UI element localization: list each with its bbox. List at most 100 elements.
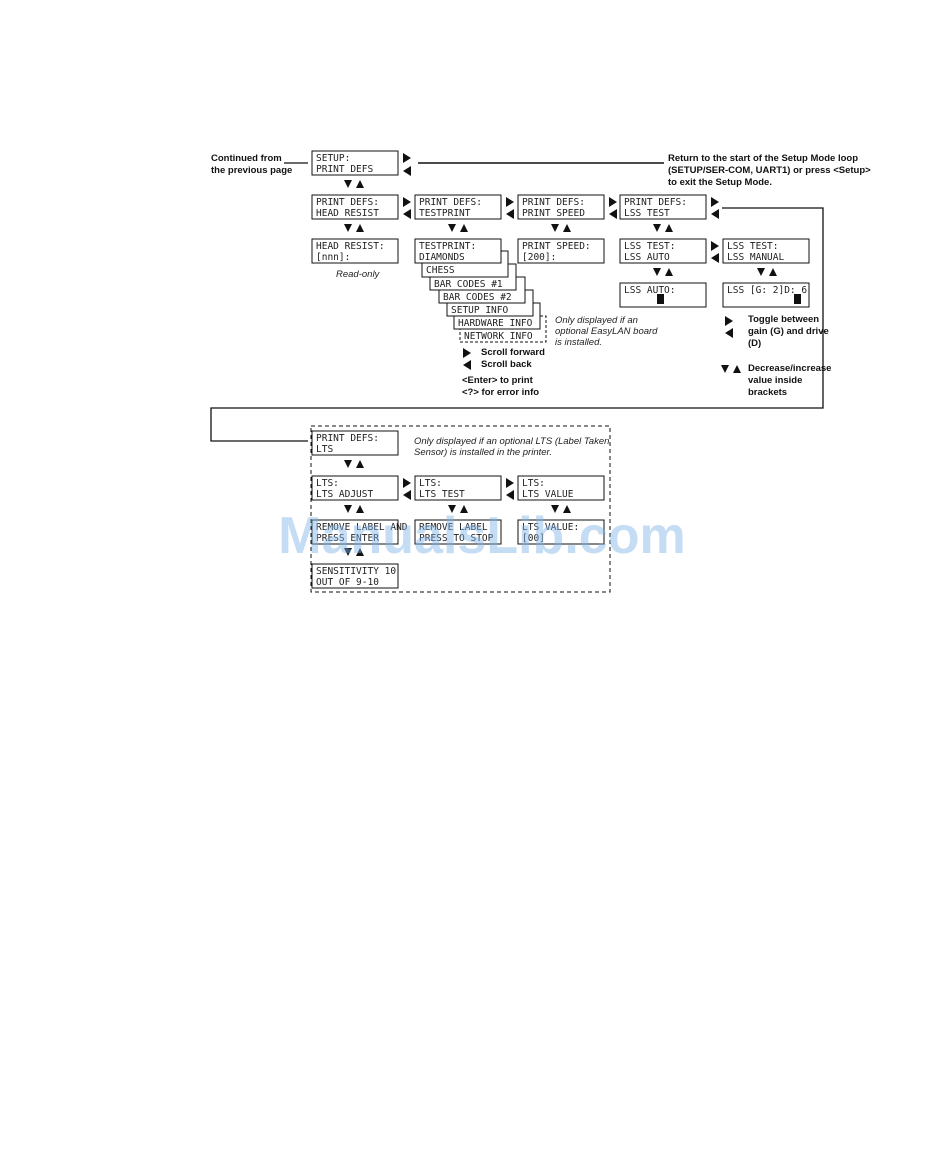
stack-label-chess: CHESS	[426, 265, 455, 276]
right-arrow-icon	[403, 153, 411, 163]
lcd-testprint-menu: PRINT DEFS: TESTPRINT	[414, 194, 502, 220]
svg-text:LSS TEST:: LSS TEST:	[624, 241, 675, 252]
svg-text:TESTPRINT: TESTPRINT	[419, 208, 471, 219]
easylan-note-line3: is installed.	[555, 337, 602, 348]
left-arrow-icon	[725, 328, 733, 338]
easylan-note-line1: Only displayed if an	[555, 315, 638, 326]
continued-note-line1: Continued from	[211, 153, 282, 164]
right-arrow-icon	[609, 197, 617, 207]
svg-text:LSS [G: 2]D: 6: LSS [G: 2]D: 6	[727, 285, 807, 296]
left-arrow-icon	[403, 166, 411, 176]
svg-text:SETUP:: SETUP:	[316, 153, 350, 164]
svg-text:LTS VALUE: LTS VALUE	[522, 489, 574, 500]
down-up-arrows-icon	[344, 180, 364, 188]
stack-label-network-info: NETWORK INFO	[464, 331, 533, 342]
down-up-arrows-icon	[448, 505, 468, 513]
svg-text:PRINT DEFS:: PRINT DEFS:	[419, 197, 482, 208]
easylan-note-line2: optional EasyLAN board	[555, 326, 658, 337]
lcd-remove-label-stop: REMOVE LABEL PRESS TO STOP	[414, 519, 502, 545]
left-arrow-icon	[403, 209, 411, 219]
lcd-lss-test-menu: PRINT DEFS: LSS TEST	[619, 194, 707, 220]
svg-text:SENSITIVITY 10: SENSITIVITY 10	[316, 566, 396, 577]
lcd-lss-auto-value: LSS AUTO:	[619, 282, 707, 308]
svg-text:DIAMONDS: DIAMONDS	[419, 252, 465, 263]
stack-label-bar-codes-2: BAR CODES #2	[443, 292, 512, 303]
svg-text:LTS:: LTS:	[419, 478, 442, 489]
lts-section-border	[310, 425, 611, 593]
down-up-arrows-icon	[653, 268, 673, 276]
down-up-arrows-icon	[721, 365, 741, 373]
right-arrow-icon	[711, 197, 719, 207]
lcd-print-speed-value: PRINT SPEED: [200]:	[517, 238, 605, 264]
svg-text:PRINT DEFS:: PRINT DEFS:	[316, 433, 379, 444]
right-arrow-icon	[463, 348, 471, 358]
svg-text:LTS:: LTS:	[522, 478, 545, 489]
svg-text:PRINT SPEED:: PRINT SPEED:	[522, 241, 591, 252]
svg-text:HEAD RESIST: HEAD RESIST	[316, 208, 379, 219]
down-up-arrows-icon	[344, 460, 364, 468]
svg-text:LTS: LTS	[316, 444, 333, 455]
svg-text:[200]:: [200]:	[522, 252, 556, 263]
left-arrow-icon	[506, 209, 514, 219]
svg-text:LSS TEST: LSS TEST	[624, 208, 670, 219]
lcd-print-speed-menu: PRINT DEFS: PRINT SPEED	[517, 194, 605, 220]
right-arrow-icon	[506, 197, 514, 207]
right-arrow-icon	[711, 241, 719, 251]
cursor-block	[794, 294, 801, 304]
svg-text:PRINT DEFS: PRINT DEFS	[316, 164, 373, 175]
svg-text:LTS ADJUST: LTS ADJUST	[316, 489, 373, 500]
decrease-label-line2: value inside	[748, 375, 802, 386]
down-up-arrows-icon	[551, 505, 571, 513]
lcd-lss-manual-menu: LSS TEST: LSS MANUAL	[722, 238, 810, 264]
right-arrow-icon	[403, 478, 411, 488]
down-up-arrows-icon	[448, 224, 468, 232]
svg-text:LSS AUTO:: LSS AUTO:	[624, 285, 675, 296]
stack-label-hardware-info: HARDWARE INFO	[458, 318, 533, 329]
lcd-head-resist-menu: PRINT DEFS: HEAD RESIST	[311, 194, 399, 220]
decrease-label-line3: brackets	[748, 387, 787, 398]
toggle-label-line3: (D)	[748, 338, 761, 349]
left-arrow-icon	[403, 490, 411, 500]
svg-text:REMOVE LABEL AND: REMOVE LABEL AND	[316, 522, 408, 533]
lcd-lss-manual-value: LSS [G: 2]D: 6	[722, 282, 810, 308]
svg-text:LSS TEST:: LSS TEST:	[727, 241, 778, 252]
svg-text:PRESS TO STOP: PRESS TO STOP	[419, 533, 494, 544]
svg-text:PRINT DEFS:: PRINT DEFS:	[522, 197, 585, 208]
svg-text:PRINT DEFS:: PRINT DEFS:	[624, 197, 687, 208]
lcd-head-resist-value: HEAD RESIST: [nnn]:	[311, 238, 399, 264]
svg-text:PRINT DEFS:: PRINT DEFS:	[316, 197, 379, 208]
down-up-arrows-icon	[344, 505, 364, 513]
stack-label-setup-info: SETUP INFO	[451, 305, 508, 316]
lcd-lts-value-read: LTS VALUE: [00]	[517, 519, 605, 545]
left-arrow-icon	[463, 360, 471, 370]
decrease-label-line1: Decrease/increase	[748, 363, 831, 374]
return-note-line3: to exit the Setup Mode.	[668, 177, 772, 188]
lcd-lts-adjust: LTS: LTS ADJUST	[311, 475, 399, 501]
right-arrow-icon	[403, 197, 411, 207]
scroll-back-label: Scroll back	[481, 359, 532, 370]
return-note-line1: Return to the start of the Setup Mode lo…	[668, 153, 858, 164]
lcd-lts-value: LTS: LTS VALUE	[517, 475, 605, 501]
svg-text:[nnn]:: [nnn]:	[316, 252, 350, 263]
lts-note-line1: Only displayed if an optional LTS (Label…	[414, 436, 609, 447]
left-arrow-icon	[506, 490, 514, 500]
toggle-label-line2: gain (G) and drive	[748, 326, 829, 337]
svg-text:LSS AUTO: LSS AUTO	[624, 252, 670, 263]
svg-text:PRESS ENTER: PRESS ENTER	[316, 533, 379, 544]
right-arrow-icon	[506, 478, 514, 488]
svg-text:[00]: [00]	[522, 533, 545, 544]
svg-text:PRINT SPEED: PRINT SPEED	[522, 208, 585, 219]
continued-note-line2: the previous page	[211, 165, 292, 176]
cursor-block	[657, 294, 664, 304]
down-up-arrows-icon	[653, 224, 673, 232]
left-arrow-icon	[609, 209, 617, 219]
down-up-arrows-icon	[551, 224, 571, 232]
down-up-arrows-icon	[344, 224, 364, 232]
stack-label-bar-codes-1: BAR CODES #1	[434, 279, 503, 290]
lts-note-line2: Sensor) is installed in the printer.	[414, 447, 552, 458]
watermark: ManualsLib.com	[278, 507, 685, 565]
toggle-label-line1: Toggle between	[748, 314, 819, 325]
svg-text:REMOVE LABEL: REMOVE LABEL	[419, 522, 488, 533]
svg-text:TESTPRINT:: TESTPRINT:	[419, 241, 476, 252]
